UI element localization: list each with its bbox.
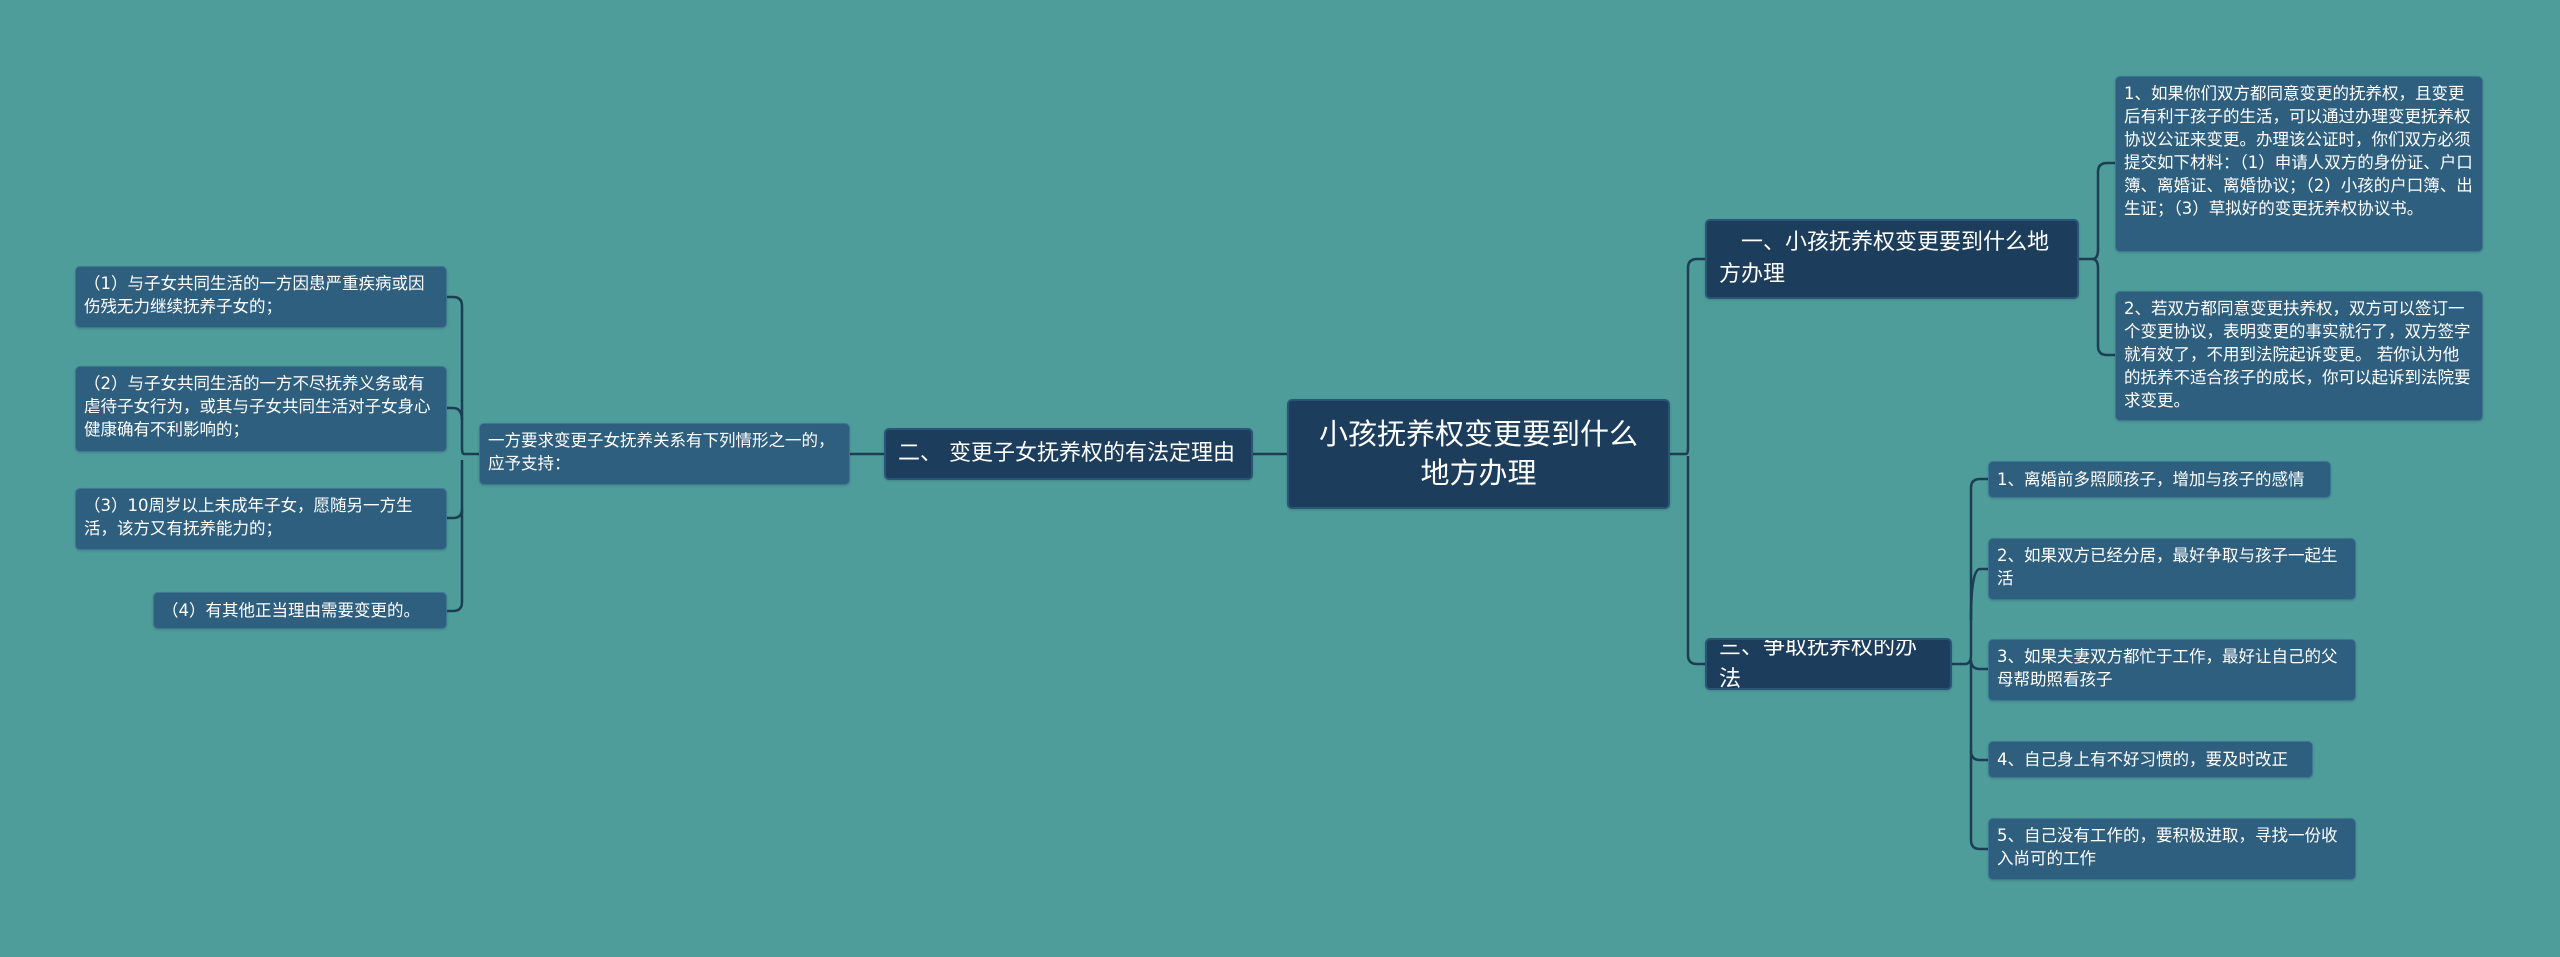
branch-2-leaf-2[interactable]: （2）与子女共同生活的一方不尽抚养义务或有虐待子女行为，或其与子女共同生活对子女…	[75, 366, 447, 452]
root-label: 小孩抚养权变更要到什么地方办理	[1318, 416, 1638, 490]
connector-middle-leaf-1	[447, 295, 479, 456]
branch-3-leaf-3[interactable]: 3、如果夫妻双方都忙于工作，最好让自己的父母帮助照看孩子	[1988, 639, 2356, 701]
root-node[interactable]: 小孩抚养权变更要到什么地方办理	[1287, 399, 1670, 509]
leaf-text: 5、自己没有工作的，要积极进取，寻找一份收入尚可的工作	[1997, 826, 2338, 869]
leaf-text: 3、如果夫妻双方都忙于工作，最好让自己的父母帮助照看孩子	[1997, 647, 2338, 690]
branch-3-label: 三、争取抚养权的办法	[1719, 638, 1918, 690]
connector-middle-leaf-3	[447, 460, 464, 520]
leaf-text: 1、如果你们双方都同意变更的抚养权，且变更后有利于孩子的生活，可以通过办理变更抚…	[2124, 84, 2473, 219]
branch-3-leaf-2[interactable]: 2、如果双方已经分居，最好争取与孩子一起生活	[1988, 538, 2356, 600]
leaf-text: （1）与子女共同生活的一方因患严重疾病或因伤残无力继续抚养子女的；	[84, 274, 425, 317]
connector-branch-3-leaf-3	[1969, 659, 1988, 671]
connector-middle-leaf-2	[447, 406, 464, 421]
leaf-text: 2、如果双方已经分居，最好争取与孩子一起生活	[1997, 546, 2338, 589]
branch-2-label: 二、 变更子女抚养权的有法定理由	[898, 441, 1235, 467]
branch-3-leaf-5[interactable]: 5、自己没有工作的，要积极进取，寻找一份收入尚可的工作	[1988, 818, 2356, 880]
branch-3-leaf-1[interactable]: 1、离婚前多照顾孩子，增加与孩子的感情	[1988, 461, 2331, 498]
branch-1-label: 一、小孩抚养权变更要到什么地方办理	[1719, 230, 2050, 287]
middle-text: 一方要求变更子女抚养关系有下列情形之一的，应予支持：	[488, 431, 835, 474]
connector-middle-leaf-4	[447, 509, 464, 613]
leaf-text: 4、自己身上有不好习惯的，要及时改正	[1997, 749, 2288, 769]
branch-1-leaf-1[interactable]: 1、如果你们双方都同意变更的抚养权，且变更后有利于孩子的生活，可以通过办理变更抚…	[2115, 76, 2483, 252]
branch-1-leaf-2[interactable]: 2、若双方都同意变更扶养权，双方可以签订一个变更协议，表明变更的事实就行了，双方…	[2115, 291, 2483, 421]
branch-2-leaf-4[interactable]: （4）有其他正当理由需要变更的。	[153, 592, 447, 629]
connector-branch-3-leaf-5	[1969, 751, 1988, 851]
branch-2-middle-node[interactable]: 一方要求变更子女抚养关系有下列情形之一的，应予支持：	[479, 423, 850, 485]
connector-branch-1-leaf-1	[2079, 161, 2115, 261]
branch-2-leaf-3[interactable]: （3）10周岁以上未成年子女，愿随另一方生活，该方又有抚养能力的；	[75, 488, 447, 550]
connector-branch-1-leaf-2	[2091, 257, 2115, 357]
leaf-text: 1、离婚前多照顾孩子，增加与孩子的感情	[1997, 469, 2305, 489]
leaf-text: （4）有其他正当理由需要变更的。	[162, 600, 420, 620]
connector-branch-3-leaf-2	[1969, 567, 1988, 621]
connector-root-branch-1	[1670, 257, 1705, 456]
connector-branch-3-leaf-4	[1969, 664, 1988, 762]
leaf-text: （2）与子女共同生活的一方不尽抚养义务或有虐待子女行为，或其与子女共同生活对子女…	[84, 374, 431, 440]
branch-2-leaf-1[interactable]: （1）与子女共同生活的一方因患严重疾病或因伤残无力继续抚养子女的；	[75, 266, 447, 328]
branch-3-leaf-4[interactable]: 4、自己身上有不好习惯的，要及时改正	[1988, 741, 2313, 778]
connector-branch-3-leaf-1	[1952, 477, 1988, 666]
leaf-text: （3）10周岁以上未成年子女，愿随另一方生活，该方又有抚养能力的；	[84, 496, 413, 539]
connector-root-branch-3	[1686, 456, 1705, 666]
branch-node-1[interactable]: 一、小孩抚养权变更要到什么地方办理	[1705, 219, 2079, 299]
branch-node-3[interactable]: 三、争取抚养权的办法	[1705, 638, 1952, 690]
leaf-text: 2、若双方都同意变更扶养权，双方可以签订一个变更协议，表明变更的事实就行了，双方…	[2124, 299, 2471, 411]
branch-node-2[interactable]: 二、 变更子女抚养权的有法定理由	[884, 428, 1253, 480]
